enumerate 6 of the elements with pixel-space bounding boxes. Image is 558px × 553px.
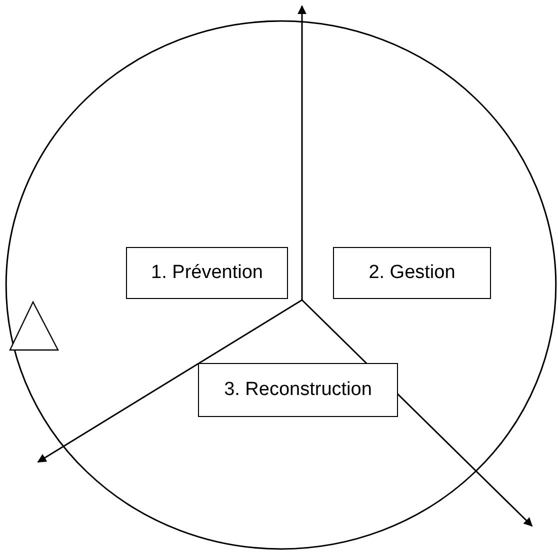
box-label: 3. Reconstruction bbox=[224, 379, 372, 401]
text-box bbox=[126, 247, 288, 299]
text-box bbox=[198, 363, 398, 417]
box-label: 2. Gestion bbox=[368, 262, 456, 284]
text-box bbox=[333, 247, 491, 299]
box-label: 1. Prévention bbox=[151, 262, 263, 284]
